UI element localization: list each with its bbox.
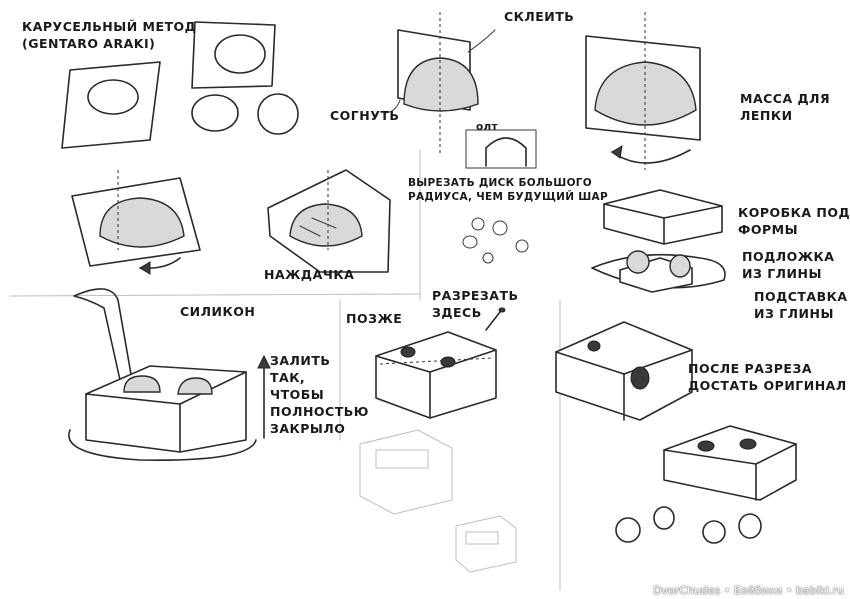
faint-background-sketches xyxy=(359,429,517,573)
carousel-method-title: КАРУСЕЛЬНЫЙ МЕТОД (GENTARO ARAKI) xyxy=(22,18,196,52)
opened-mold-sketch xyxy=(555,321,693,421)
cut-disk-label: ВЫРЕЗАТЬ ДИСК БОЛЬШОГО РАДИУСА, ЧЕМ БУДУ… xyxy=(408,176,608,204)
clay-mass-line-2: ЛЕПКИ xyxy=(740,108,793,123)
pour-line-5: ЗАКРЫЛО xyxy=(270,421,346,436)
mold-box-line-2: ФОРМЫ xyxy=(738,222,799,237)
panel-dividers xyxy=(9,149,561,591)
clay-mass-dome-sketch xyxy=(585,12,701,170)
cut-here-line-1: РАЗРЕЗАТЬ xyxy=(432,288,519,303)
silicone-label: СИЛИКОН xyxy=(180,304,256,319)
watermark: DvorChudes • Бэйбики • babiki.ru xyxy=(653,584,844,597)
title-line-1: КАРУСЕЛЬНЫЙ МЕТОД xyxy=(22,19,197,34)
clay-mass-line-1: МАССА ДЛЯ xyxy=(740,91,831,106)
after-cut-line-1: ПОСЛЕ РАЗРЕЗА xyxy=(688,361,813,376)
sandpaper-label: НАЖДАЧКА xyxy=(264,267,355,282)
mold-box-line-1: КОРОБКА ПОД xyxy=(738,205,850,220)
finished-mold-sketch xyxy=(615,425,797,544)
paper-with-circle-sketch xyxy=(61,61,161,149)
rotating-dome-sketch xyxy=(71,170,201,275)
pour-line-4: ПОЛНОСТЬЮ xyxy=(270,404,369,419)
after-cut-line-2: ДОСТАТЬ ОРИГИНАЛ xyxy=(688,378,847,393)
clay-stand-label: ПОДСТАВКА ИЗ ГЛИНЫ xyxy=(754,288,848,322)
pour-line-3: ЧТОБЫ xyxy=(270,387,325,402)
clay-stand-line-1: ПОДСТАВКА xyxy=(754,289,848,304)
sandpaper-sketch xyxy=(267,169,391,273)
clay-mass-label: МАССА ДЛЯ ЛЕПКИ xyxy=(740,90,830,124)
after-cut-label: ПОСЛЕ РАЗРЕЗА ДОСТАТЬ ОРИГИНАЛ xyxy=(688,360,847,394)
glue-label: СКЛЕИТЬ xyxy=(504,9,575,24)
mold-box-sketch xyxy=(591,189,726,293)
cut-disks-sketch xyxy=(191,21,299,135)
glued-dome-sketch xyxy=(384,12,496,155)
cut-block-sketch xyxy=(375,307,506,419)
clay-base-line-2: ИЗ ГЛИНЫ xyxy=(742,266,822,281)
cut-here-label: РАЗРЕЗАТЬ ЗДЕСЬ xyxy=(432,287,519,321)
disk-pieces-sketch xyxy=(462,217,529,264)
small-sketch-label: олт xyxy=(476,121,498,133)
later-label: ПОЗЖЕ xyxy=(346,311,403,326)
cut-disk-line-1: ВЫРЕЗАТЬ ДИСК БОЛЬШОГО xyxy=(408,177,593,189)
clay-base-label: ПОДЛОЖКА ИЗ ГЛИНЫ xyxy=(742,248,834,282)
clay-base-line-1: ПОДЛОЖКА xyxy=(742,249,835,264)
bend-label: СОГНУТЬ xyxy=(330,108,400,123)
cut-here-line-2: ЗДЕСЬ xyxy=(432,305,482,320)
title-line-2: (GENTARO ARAKI) xyxy=(22,36,156,51)
pour-line-2: ТАК, xyxy=(270,370,306,385)
silicone-pour-sketch xyxy=(68,288,271,461)
pour-line-1: ЗАЛИТЬ xyxy=(270,353,331,368)
cut-disk-line-2: РАДИУСА, ЧЕМ БУДУЩИЙ ШАР xyxy=(408,191,608,203)
small-template-sketch xyxy=(465,129,537,169)
clay-stand-line-2: ИЗ ГЛИНЫ xyxy=(754,306,834,321)
pour-instruction-label: ЗАЛИТЬ ТАК, ЧТОБЫ ПОЛНОСТЬЮ ЗАКРЫЛО xyxy=(270,352,369,437)
mold-box-label: КОРОБКА ПОД ФОРМЫ xyxy=(738,204,850,238)
